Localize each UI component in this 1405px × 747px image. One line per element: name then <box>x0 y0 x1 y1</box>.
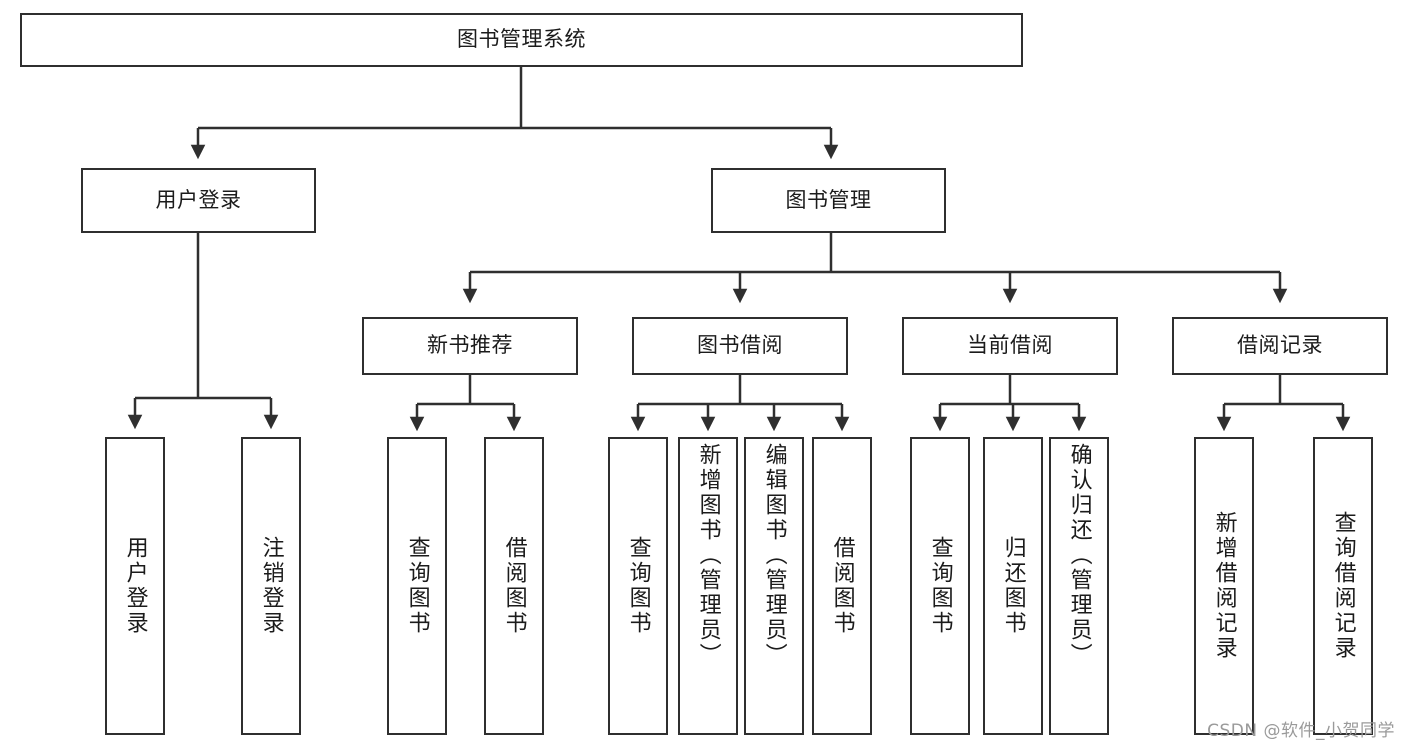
node-leaf-edit-book-admin[interactable]: 编辑图书（管理员） <box>744 437 804 735</box>
node-label: 查询图书 <box>625 536 651 636</box>
node-leaf-return-book[interactable]: 归还图书 <box>983 437 1043 735</box>
node-leaf-add-borrow-record[interactable]: 新增借阅记录 <box>1194 437 1254 735</box>
node-leaf-query-book-recommend[interactable]: 查询图书 <box>387 437 447 735</box>
node-label: 新增图书（管理员） <box>695 443 721 668</box>
node-label: 图书管理系统 <box>457 27 586 52</box>
node-label: 查询借阅记录 <box>1330 511 1356 661</box>
node-label: 图书管理 <box>785 187 872 212</box>
node-label: 新增借阅记录 <box>1211 511 1237 661</box>
node-leaf-borrow-book[interactable]: 借阅图书 <box>812 437 872 735</box>
node-leaf-logout[interactable]: 注销登录 <box>241 437 301 735</box>
node-leaf-confirm-return-admin[interactable]: 确认归还（管理员） <box>1049 437 1109 735</box>
node-leaf-user-login[interactable]: 用户登录 <box>105 437 165 735</box>
node-label: 新书推荐 <box>427 333 513 358</box>
node-user-login[interactable]: 用户登录 <box>81 168 316 233</box>
node-label: 借阅图书 <box>501 536 527 636</box>
node-label: 用户登录 <box>155 187 242 212</box>
node-new-book-recommend[interactable]: 新书推荐 <box>362 317 578 375</box>
node-label: 当前借阅 <box>967 333 1053 358</box>
node-leaf-query-borrow-record[interactable]: 查询借阅记录 <box>1313 437 1373 735</box>
node-leaf-query-book-borrow[interactable]: 查询图书 <box>608 437 668 735</box>
node-label: 查询图书 <box>404 536 430 636</box>
watermark: CSDN @软件_小贺同学 <box>1207 721 1395 741</box>
node-label: 确认归还（管理员） <box>1066 443 1092 668</box>
node-book-borrow[interactable]: 图书借阅 <box>632 317 848 375</box>
node-label: 借阅记录 <box>1237 333 1323 358</box>
node-label: 图书借阅 <box>697 333 783 358</box>
node-current-borrow[interactable]: 当前借阅 <box>902 317 1118 375</box>
node-borrow-record[interactable]: 借阅记录 <box>1172 317 1388 375</box>
node-label: 用户登录 <box>122 536 148 636</box>
node-leaf-add-book-admin[interactable]: 新增图书（管理员） <box>678 437 738 735</box>
node-label: 注销登录 <box>258 536 284 636</box>
node-label: 借阅图书 <box>829 536 855 636</box>
node-label: 查询图书 <box>927 536 953 636</box>
node-root-system[interactable]: 图书管理系统 <box>20 13 1023 67</box>
node-label: 归还图书 <box>1000 536 1026 636</box>
node-label: 编辑图书（管理员） <box>761 443 787 668</box>
node-leaf-query-book-current[interactable]: 查询图书 <box>910 437 970 735</box>
node-leaf-borrow-book-recommend[interactable]: 借阅图书 <box>484 437 544 735</box>
node-book-management[interactable]: 图书管理 <box>711 168 946 233</box>
